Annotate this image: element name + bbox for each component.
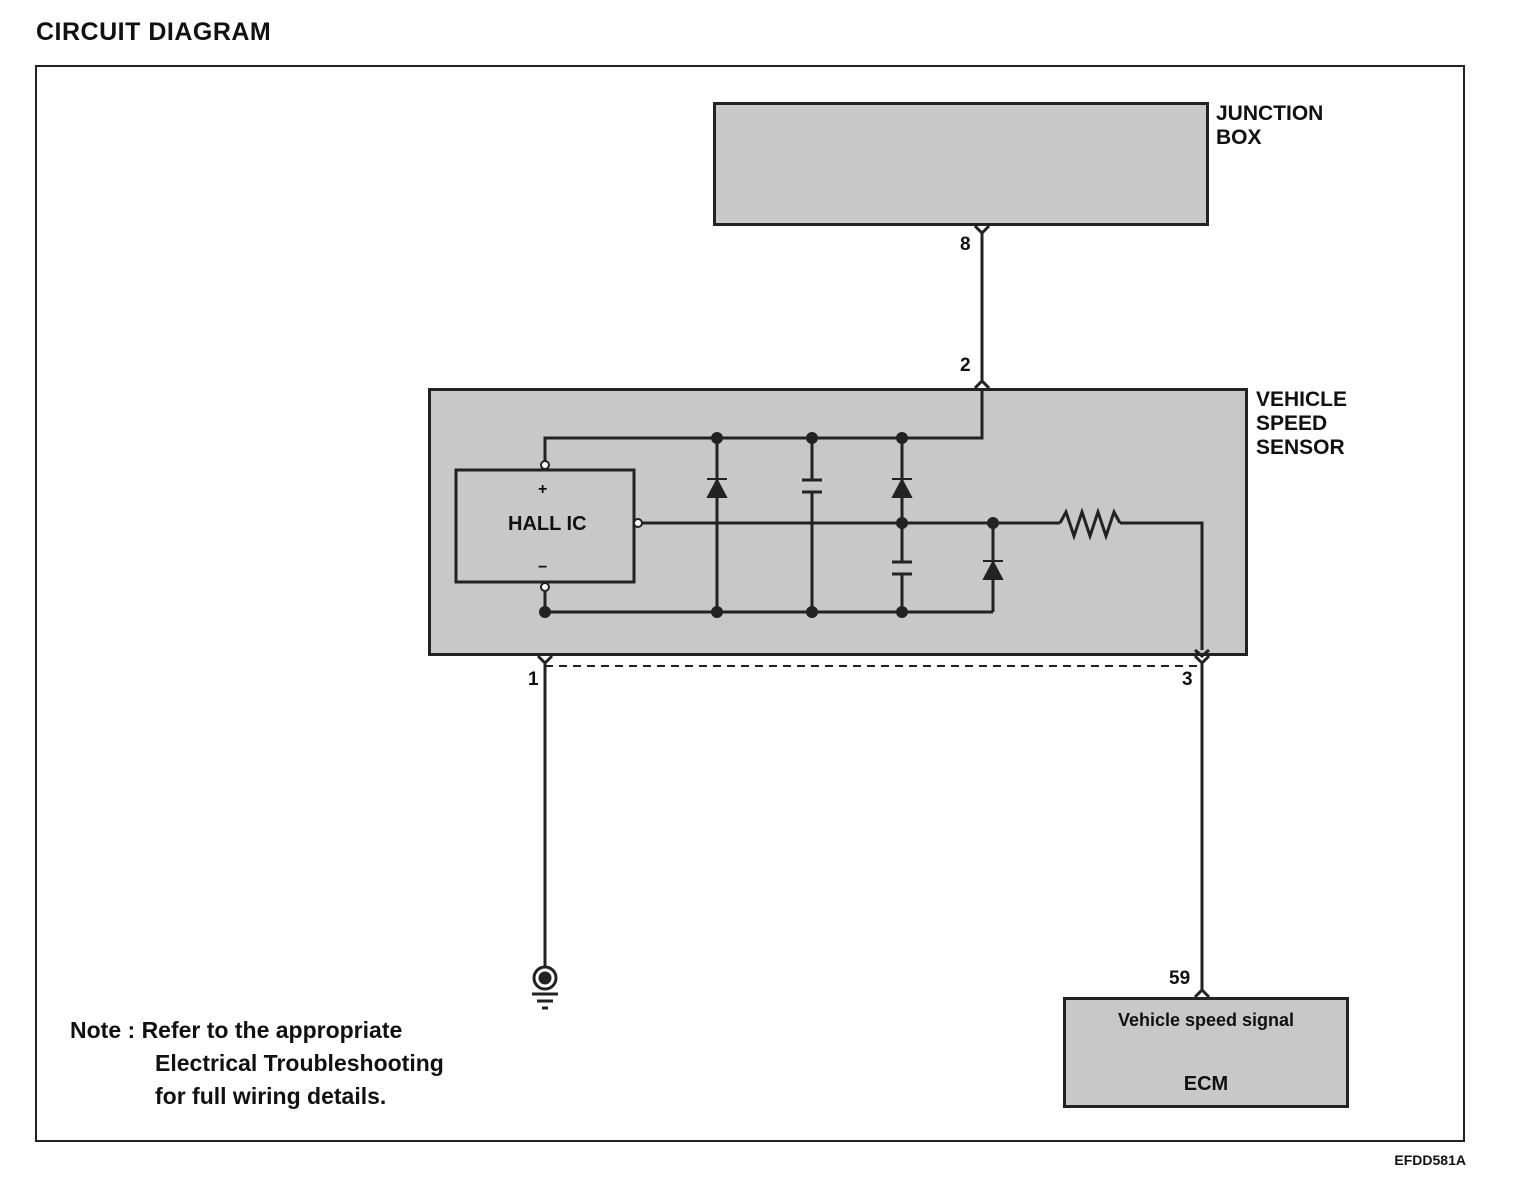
connector-3 [1193,654,1211,666]
vehicle-speed-sensor-label: VEHICLE SPEED SENSOR [1256,388,1348,459]
pin-label-8: 8 [960,234,971,255]
diagram-frame [35,65,1465,1142]
connector-2 [973,378,991,390]
note-line-2: Electrical Troubleshooting [155,1050,444,1076]
wire-bottom-rail [543,587,993,614]
wire-to-pin3 [1120,521,1204,650]
hall-ic-minus: − [538,559,548,576]
ground-icon [532,965,558,991]
connector-59 [1193,987,1211,999]
diode-2 [891,477,913,498]
page-title: CIRCUIT DIAGRAM [36,18,272,46]
hall-ic-label: HALL IC [508,513,587,535]
diode-1 [706,477,728,498]
pin-label-2: 2 [960,355,971,376]
figure-code: EFDD581A [1394,1152,1466,1168]
note-line-3: for full wiring details. [155,1083,387,1109]
note-line-1: Refer to the appropriate [141,1017,403,1043]
wire-top-rail [543,390,984,465]
connector-1 [536,654,554,666]
junction-box [713,102,1209,226]
note-prefix: Note : [70,1017,136,1043]
pin-label-1: 1 [528,669,539,690]
pin-label-3: 3 [1182,669,1193,690]
resistor [1058,507,1122,541]
connector-3-top [1194,648,1210,658]
junction-box-label: JUNCTION BOX [1216,102,1324,149]
diode-3 [982,559,1004,580]
ecm-label: ECM [1183,1073,1229,1095]
connector-8 [973,224,991,236]
ecm-box [1063,997,1349,1108]
pin-label-59: 59 [1169,968,1191,989]
ecm-signal-label: Vehicle speed signal [1117,1010,1295,1030]
note-block: Note : Refer to the appropriate Electric… [70,1014,444,1113]
hall-ic-plus: + [538,481,548,498]
